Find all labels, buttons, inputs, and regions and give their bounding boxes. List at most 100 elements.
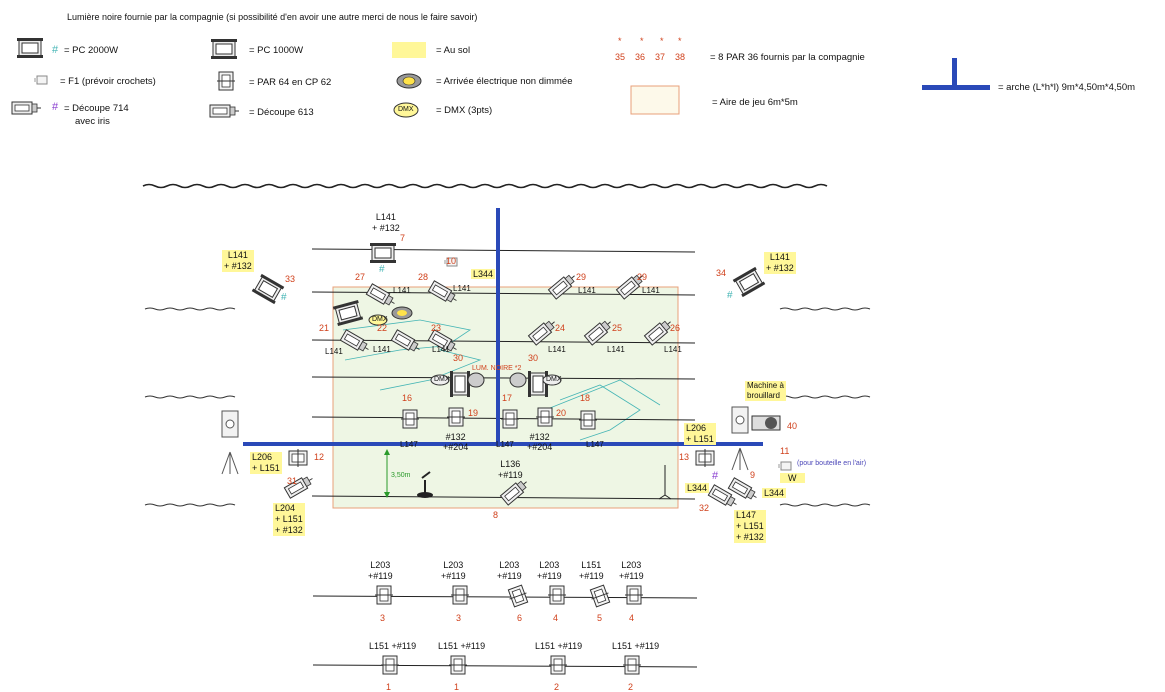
fixture-number: 25 bbox=[612, 323, 623, 333]
fixture-number: 6 bbox=[517, 613, 523, 623]
legend-au-sol: = Au sol bbox=[436, 45, 471, 56]
fixture-number: 13 bbox=[679, 452, 690, 462]
gel-label: L141 bbox=[578, 286, 596, 295]
fixture-number: 28 bbox=[418, 272, 429, 282]
sharp-mark: # bbox=[52, 101, 59, 113]
fixture-number: 5 bbox=[597, 613, 603, 623]
par36-num: 36 bbox=[635, 52, 646, 62]
dmx-badge: DMX bbox=[434, 376, 450, 383]
legend-dmx: = DMX (3pts) bbox=[436, 105, 493, 116]
fixture-number: 17 bbox=[502, 393, 513, 403]
legend-pc1000: = PC 1000W bbox=[249, 45, 304, 56]
sharp-mark: # bbox=[712, 470, 719, 482]
gel-label: L141 bbox=[432, 345, 450, 354]
fixture-number: 1 bbox=[454, 682, 460, 692]
gel-label: L141 bbox=[453, 284, 471, 293]
par36-num: 38 bbox=[675, 52, 686, 62]
gel-label: L141 bbox=[664, 345, 682, 354]
fixture-number: 24 bbox=[555, 323, 566, 333]
fixture-number: 10 bbox=[446, 256, 457, 266]
fixture-number: 21 bbox=[319, 323, 330, 333]
gel-label: L151+#119 bbox=[579, 560, 604, 581]
gel-label: L151 +#119 bbox=[369, 641, 417, 651]
lum-noire-label: LUM. NOIRE *2 bbox=[472, 365, 522, 372]
gel-label: L147+ L151+ #132 bbox=[734, 510, 766, 543]
gel-label: L141+ #132 bbox=[222, 250, 254, 272]
gel-label: #132+#204 bbox=[527, 432, 553, 452]
fixture-number: 30 bbox=[453, 353, 464, 363]
fixture-number: 26 bbox=[670, 323, 681, 333]
fixture-number: 23 bbox=[431, 323, 442, 333]
sharp-mark: # bbox=[52, 44, 59, 56]
gel-label: L141 bbox=[548, 345, 566, 354]
fixture-number: 11 bbox=[780, 446, 790, 456]
measure-label: 3,50m bbox=[391, 472, 411, 479]
gel-label: L151 +#119 bbox=[612, 641, 660, 651]
legend-f1: = F1 (prévoir crochets) bbox=[60, 76, 156, 87]
legend-par36: = 8 PAR 36 fournis par la compagnie bbox=[710, 52, 865, 63]
gel-label: L203+#119 bbox=[368, 560, 393, 581]
w-label: W bbox=[780, 473, 805, 483]
gel-label: L151 +#119 bbox=[535, 641, 583, 651]
gel-label: L141 bbox=[642, 286, 660, 295]
legend-decoupe714-iris: avec iris bbox=[75, 116, 110, 127]
legend-aire: = Aire de jeu 6m*5m bbox=[712, 97, 798, 108]
dmx-badge: DMX bbox=[398, 106, 414, 113]
gel-label: L141+ #132 bbox=[372, 212, 400, 233]
fixture-number: 4 bbox=[629, 613, 635, 623]
fixture-number: 30 bbox=[528, 353, 539, 363]
fixture-number: 2 bbox=[554, 682, 560, 692]
fixture-number: 12 bbox=[314, 452, 325, 462]
fixture-number: 16 bbox=[402, 393, 413, 403]
fixture-number: 7 bbox=[400, 233, 406, 243]
gel-label: L203+#119 bbox=[497, 560, 522, 581]
gel-label: L203+#119 bbox=[441, 560, 466, 581]
fixture-number: 20 bbox=[556, 408, 567, 418]
gel-label: L151 +#119 bbox=[438, 641, 486, 651]
gel-label: L141 bbox=[373, 345, 391, 354]
gel-label: L141+ #132 bbox=[764, 252, 796, 274]
bouteille-note: (pour bouteille en l'air) bbox=[797, 460, 867, 467]
fixture-number: 18 bbox=[580, 393, 591, 403]
fixture-number: 34 bbox=[716, 268, 727, 278]
fixture-number: 31 bbox=[287, 476, 298, 486]
gel-label: L147 bbox=[400, 440, 418, 449]
dmx-badge: DMX bbox=[372, 316, 388, 323]
gel-label: L141 bbox=[607, 345, 625, 354]
gel-label: L344 bbox=[685, 483, 710, 493]
sharp-mark: # bbox=[727, 290, 733, 301]
gel-label: L141 bbox=[393, 286, 411, 295]
legend-par64: = PAR 64 en CP 62 bbox=[249, 77, 332, 88]
header-note: Lumière noire fournie par la compagnie (… bbox=[67, 12, 478, 22]
gel-label: L136+#119 bbox=[498, 459, 523, 480]
legend-arche: = arche (L*h*l) 9m*4,50m*4,50m bbox=[998, 82, 1136, 93]
par36-num: 35 bbox=[615, 52, 626, 62]
fixture-number: 3 bbox=[380, 613, 386, 623]
legend-elec: = Arrivée électrique non dimmée bbox=[436, 76, 573, 87]
fixture-number: 3 bbox=[456, 613, 462, 623]
sharp-mark: # bbox=[379, 264, 385, 275]
fixture-number: 29 bbox=[637, 272, 648, 282]
fixture-number: 33 bbox=[285, 274, 296, 284]
gel-label: L206+ L151 bbox=[684, 423, 716, 445]
fixture-number: 29 bbox=[576, 272, 587, 282]
fixture-number: 27 bbox=[355, 272, 366, 282]
fixture-number: 40 bbox=[787, 421, 798, 431]
gel-label: L204+ L151+ #132 bbox=[273, 503, 305, 536]
gel-label: L344 bbox=[762, 488, 787, 498]
gel-label: L147 bbox=[586, 440, 604, 449]
par36-num: 37 bbox=[655, 52, 666, 62]
fixture-number: 19 bbox=[468, 408, 479, 418]
gel-label: L141 bbox=[325, 347, 343, 356]
gel-label: L344 bbox=[471, 269, 496, 279]
gel-label: L206+ L151 bbox=[250, 452, 282, 474]
gel-label: #132+#204 bbox=[443, 432, 469, 452]
legend-decoupe613: = Découpe 613 bbox=[249, 107, 314, 118]
fixture-number: 8 bbox=[493, 510, 499, 520]
fixture-number: 32 bbox=[699, 503, 710, 513]
fixture-number: 2 bbox=[628, 682, 634, 692]
fixture-number: 9 bbox=[750, 470, 756, 480]
sharp-mark: # bbox=[281, 292, 287, 303]
